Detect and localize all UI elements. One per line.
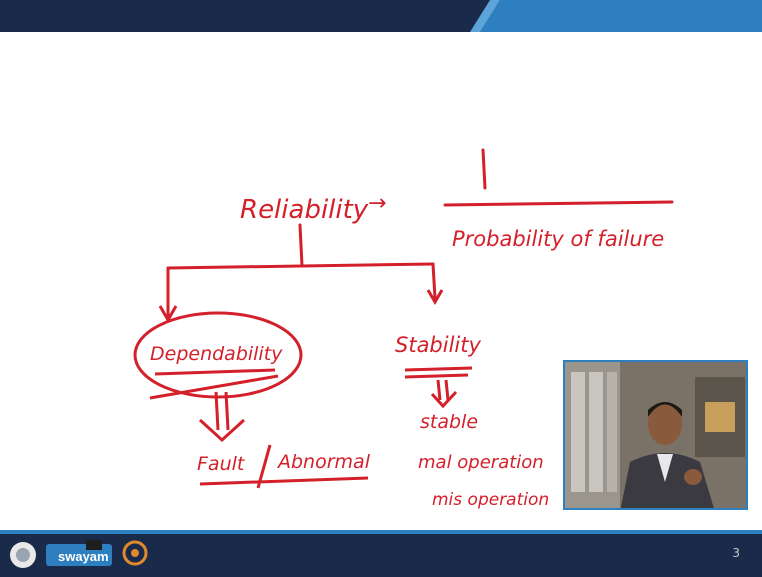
mis-operation-text: mis operation [432,490,549,510]
implies-arrow: → [368,191,386,216]
footer-bar [0,534,762,577]
abnormal-text: Abnormal [276,451,371,473]
footer-accent-line [0,530,762,535]
presenter-image [565,362,746,508]
swayam-label: swayam [58,549,109,564]
stability-arrow-a [436,379,442,401]
dependability-slash [149,374,279,400]
numerator-stroke [481,148,487,190]
double-arrowhead [198,418,246,443]
institute-logo-icon [10,542,36,568]
fault-text: Fault [197,453,246,475]
swayam-logo [46,540,112,566]
dependability-circle [133,311,303,399]
fraction-bar [443,200,674,207]
nptel-logo-icon [122,540,148,566]
double-arrow-b [224,391,230,431]
stability-text: Stability [395,333,482,357]
probability-text: Probability of failure [452,227,664,251]
right-branch [431,262,437,300]
dependability-underline [154,368,276,376]
stability-arrow-b [444,379,450,401]
page-number: 3 [732,546,740,560]
tree-trunk [298,223,304,268]
stability-underline-2 [404,373,469,379]
right-arrowhead [426,289,444,305]
mal-operation-text: mal operation [418,452,544,473]
dependability-text: Dependability [150,343,283,365]
double-arrow-a [214,391,220,431]
stable-text: stable [420,411,478,433]
tree-branch [166,262,435,270]
header-banner [0,0,762,32]
reliability-text: Reliability [240,195,369,225]
fault-underline [199,476,369,486]
stability-arrowhead [430,390,458,409]
presenter-video[interactable] [563,360,748,510]
stability-underline-1 [404,366,473,372]
